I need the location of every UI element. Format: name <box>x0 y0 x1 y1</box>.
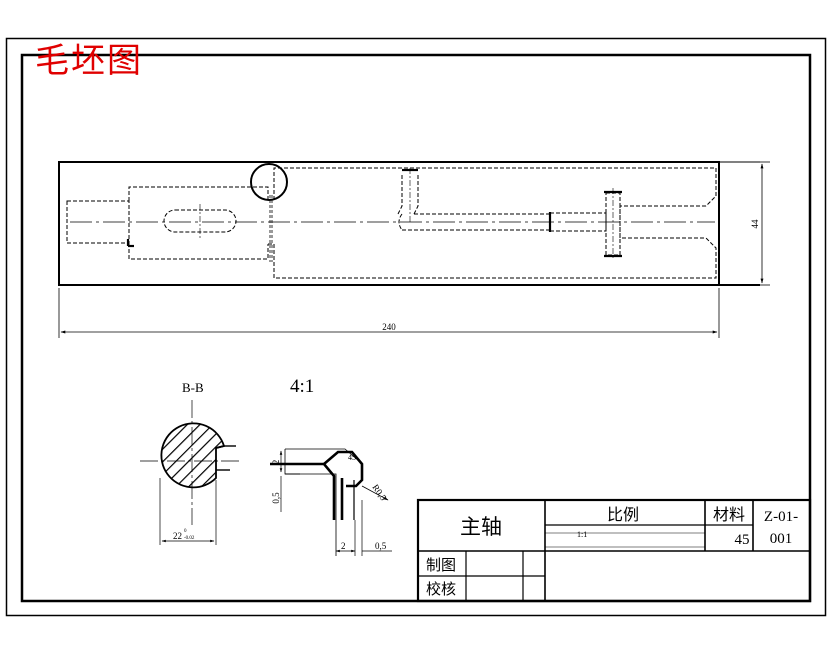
detail-view <box>270 448 392 556</box>
detail-dim-d: 0,5 <box>375 541 387 551</box>
blank-drawing-stamp: 毛坯图 <box>35 42 143 80</box>
drawn-by-label: 制图 <box>426 557 456 574</box>
sheet-frame <box>5 37 827 617</box>
length-dim-text: 240 <box>382 322 396 332</box>
detail-angle: 45 <box>348 453 356 462</box>
drawing-number-line2: 001 <box>770 531 793 547</box>
length-dimension <box>58 288 720 338</box>
scale-label: 比例 <box>607 506 639 524</box>
section-tol-lower: -0.02 <box>184 536 195 541</box>
checked-by-label: 校核 <box>426 581 456 598</box>
detail-dim-a: 2 <box>271 460 281 465</box>
section-b-b <box>140 400 240 545</box>
detail-scale: 4:1 <box>290 376 314 397</box>
detail-radius: R0,5 <box>370 482 388 502</box>
material-value: 45 <box>735 532 750 548</box>
section-tol-upper: 0 <box>184 529 187 534</box>
section-width-dim: 22 <box>173 531 182 541</box>
height-dimension <box>760 161 770 286</box>
title-block <box>416 498 812 603</box>
detail-dim-b: 0,5 <box>271 492 281 504</box>
drawing-number-line1: Z-01- <box>764 509 798 525</box>
section-label: B-B <box>182 380 204 395</box>
main-view <box>58 161 760 286</box>
height-dim-text: 44 <box>750 219 760 229</box>
detail-dim-c: 2 <box>341 541 346 551</box>
scale-value: 1:1 <box>577 530 587 539</box>
material-label: 材料 <box>713 506 745 524</box>
part-name: 主轴 <box>460 516 502 539</box>
